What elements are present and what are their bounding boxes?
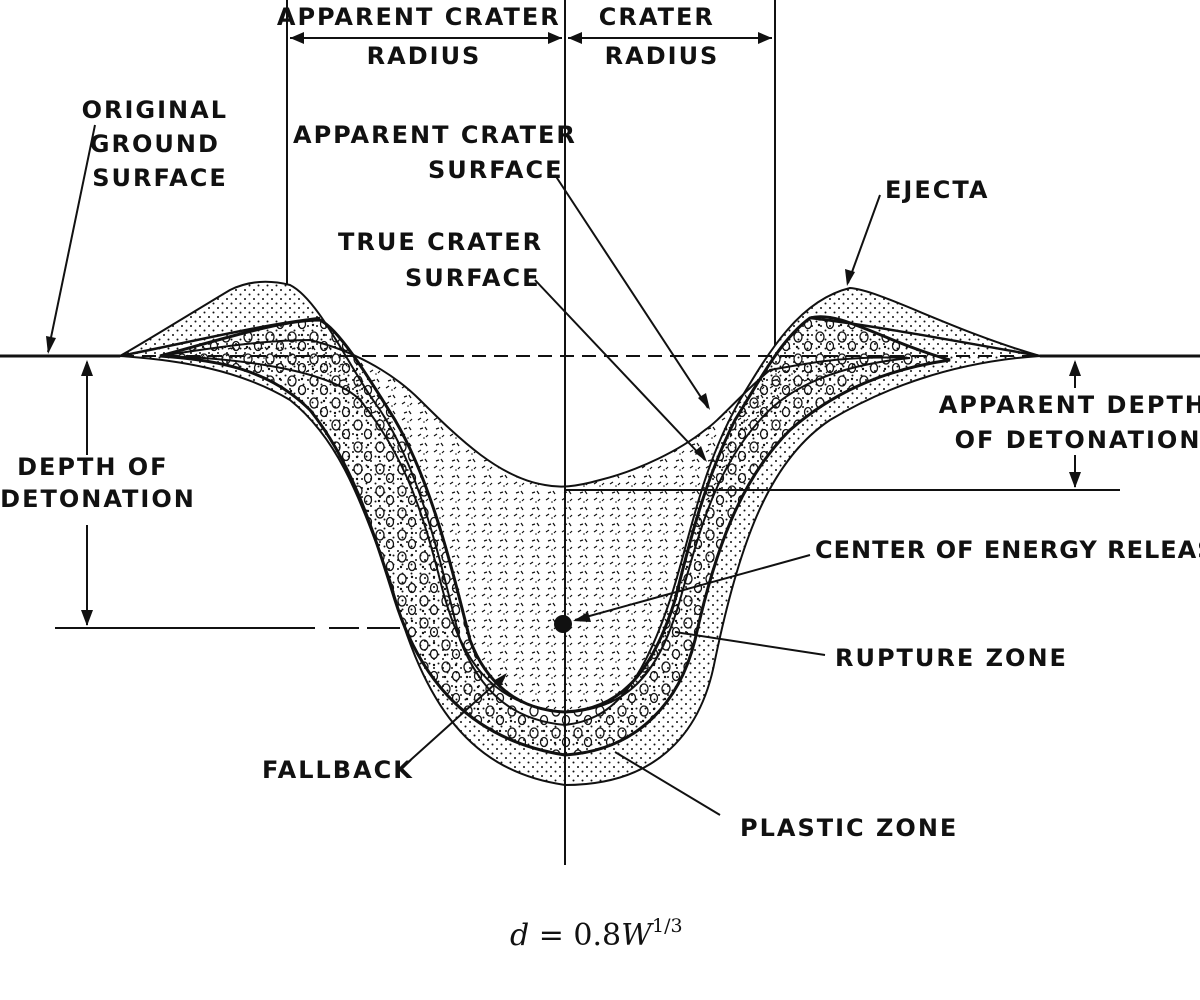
arrowhead xyxy=(290,32,304,44)
arrowhead xyxy=(694,446,707,462)
leader-original-ground xyxy=(47,124,96,353)
arrowhead xyxy=(573,612,591,622)
arrowhead xyxy=(698,393,710,410)
arrowhead xyxy=(1069,472,1081,488)
label-fallback: FALLBACK xyxy=(262,756,414,784)
label-true-crater-surface: TRUE CRATER SURFACE xyxy=(338,228,554,292)
arrowhead xyxy=(1069,360,1081,376)
arrowhead xyxy=(758,32,772,44)
label-apparent-crater-radius: APPARENT CRATER RADIUS xyxy=(277,3,571,70)
leader-energy-release xyxy=(574,554,811,621)
ejecta-left-line xyxy=(119,316,321,358)
leader-true-crater-surface xyxy=(534,279,706,461)
arrowhead xyxy=(568,32,582,44)
label-apparent-depth-of-detonation: APPARENT DEPTH OF DETONATION xyxy=(939,391,1200,454)
formula-exponent: 1/3 xyxy=(652,915,683,937)
arrowhead xyxy=(548,32,562,44)
arrowhead xyxy=(81,610,93,626)
arrowhead xyxy=(46,336,56,354)
leader-ejecta xyxy=(847,194,881,284)
label-apparent-crater-surface: APPARENT CRATER SURFACE xyxy=(293,121,587,184)
label-center-of-energy-release: CENTER OF ENERGY RELEASE xyxy=(815,536,1200,564)
label-rupture-zone: RUPTURE ZONE xyxy=(835,644,1068,672)
label-plastic-zone: PLASTIC ZONE xyxy=(740,814,958,842)
label-crater-radius: CRATER RADIUS xyxy=(599,3,725,70)
formula-variable: d xyxy=(510,918,529,953)
label-depth-of-detonation: DEPTH OF DETONATION xyxy=(0,453,196,513)
fallback-region xyxy=(159,338,911,714)
formula: d = 0.8W1/3 xyxy=(510,915,683,953)
arrowhead xyxy=(845,269,855,286)
leader-rupture-zone xyxy=(674,631,826,656)
formula-coefficient: = 0.8 xyxy=(529,918,621,953)
ejecta-right-line xyxy=(809,316,1041,358)
leader-plastic-zone xyxy=(614,751,721,816)
label-ejecta: EJECTA xyxy=(885,176,989,204)
label-original-ground-surface: ORIGINAL GROUND SURFACE xyxy=(82,96,239,192)
arrowhead xyxy=(81,360,93,376)
formula-base: W xyxy=(621,918,654,953)
leader-fallback xyxy=(404,674,506,766)
leader-apparent-crater-surface xyxy=(554,174,709,409)
energy-release-point xyxy=(554,615,572,633)
arrowhead xyxy=(493,673,507,688)
